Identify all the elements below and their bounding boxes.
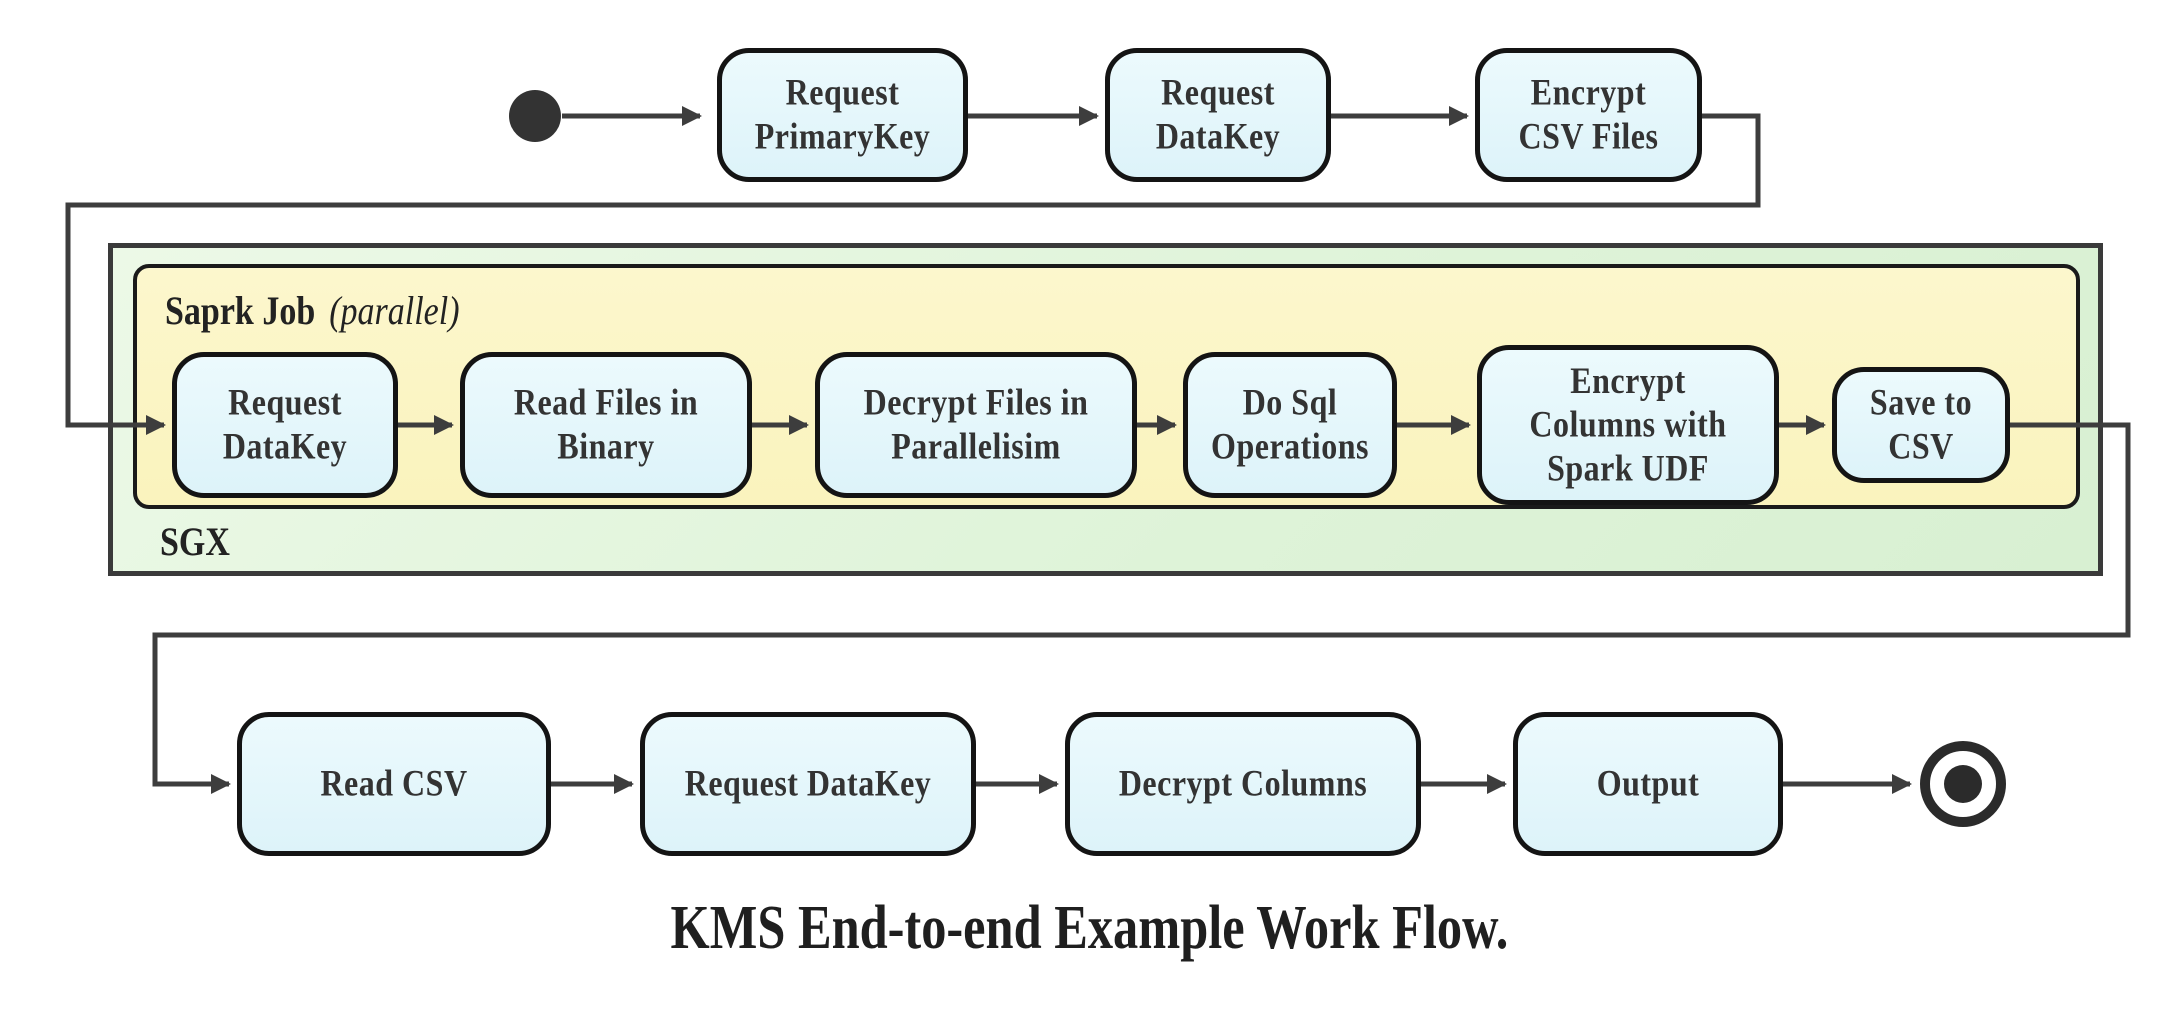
sgx-label: SGX bbox=[160, 520, 230, 565]
state-decrypt-files-in-parallelisim: Decrypt Files in Parallelisim bbox=[815, 352, 1137, 498]
state-request-datakey-bottom: Request DataKey bbox=[640, 712, 976, 856]
final-state-inner-dot bbox=[1944, 765, 1982, 803]
spark-job-label: Saprk Job (parallel) bbox=[165, 289, 460, 334]
state-label: Decrypt Columns bbox=[1118, 762, 1368, 804]
state-label: Encrypt Columns with Spark UDF bbox=[1529, 359, 1727, 489]
state-label: Save to CSV bbox=[1869, 381, 1973, 467]
state-encrypt-csv-files: Encrypt CSV Files bbox=[1475, 48, 1702, 182]
state-request-datakey-spark: Request DataKey bbox=[172, 352, 398, 498]
state-label: Encrypt CSV Files bbox=[1518, 71, 1659, 157]
state-label: Read CSV bbox=[320, 762, 468, 804]
final-state-node bbox=[1920, 741, 2006, 827]
state-label: Read Files in Binary bbox=[513, 381, 699, 467]
state-request-datakey-top: Request DataKey bbox=[1105, 48, 1331, 182]
state-label: Decrypt Files in Parallelisim bbox=[863, 381, 1089, 467]
state-decrypt-columns: Decrypt Columns bbox=[1065, 712, 1421, 856]
state-label: Do Sql Operations bbox=[1211, 381, 1369, 467]
spark-job-parallel-label: (parallel) bbox=[329, 289, 460, 334]
state-do-sql-operations: Do Sql Operations bbox=[1183, 352, 1397, 498]
state-label: Request DataKey bbox=[684, 762, 932, 804]
state-label: Request DataKey bbox=[222, 381, 348, 467]
state-save-to-csv: Save to CSV bbox=[1832, 367, 2010, 483]
state-label: Request DataKey bbox=[1155, 71, 1281, 157]
initial-state-node bbox=[509, 90, 561, 142]
state-request-primarykey: Request PrimaryKey bbox=[717, 48, 968, 182]
state-encrypt-columns-with-spark-udf: Encrypt Columns with Spark UDF bbox=[1477, 345, 1779, 505]
state-label: Output bbox=[1596, 762, 1700, 804]
state-label: Request PrimaryKey bbox=[754, 71, 931, 157]
final-state-outer-ring bbox=[1920, 741, 2006, 827]
state-read-csv: Read CSV bbox=[237, 712, 551, 856]
diagram-caption-text: KMS End-to-end Example Work Flow. bbox=[670, 893, 1509, 963]
spark-job-label-bold: Saprk Job bbox=[165, 289, 316, 334]
state-read-files-in-binary: Read Files in Binary bbox=[460, 352, 752, 498]
diagram-caption: KMS End-to-end Example Work Flow. bbox=[0, 894, 2179, 963]
state-output: Output bbox=[1513, 712, 1783, 856]
